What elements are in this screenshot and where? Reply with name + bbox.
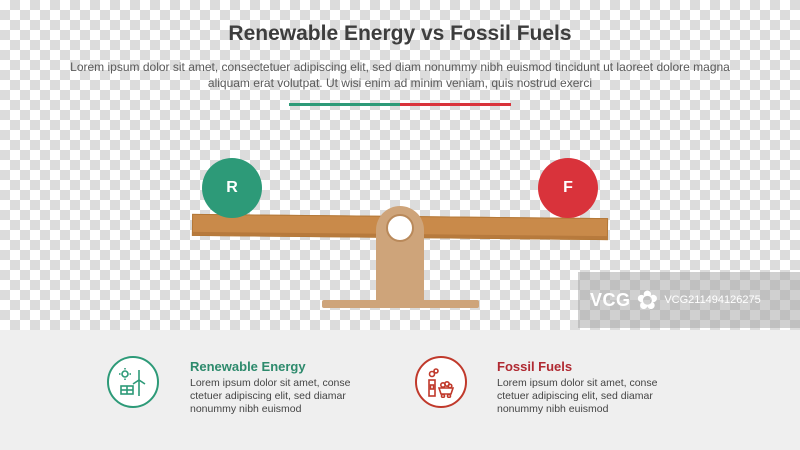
page-title: Renewable Energy vs Fossil Fuels (228, 22, 572, 45)
divider-green (289, 103, 400, 106)
watermark-flower-icon: ✿ (636, 284, 659, 315)
page-subtitle: Lorem ipsum dolor sit amet, consectetuer… (70, 60, 730, 90)
watermark-id: VCG211494126275 (664, 294, 761, 306)
watermark: VCG ✿ VCG211494126275 (578, 272, 800, 328)
renewable-ball: R (202, 158, 262, 218)
seesaw-base (322, 300, 479, 308)
renewable-title: Renewable Energy (190, 359, 306, 374)
seesaw-pivot-hole (386, 214, 414, 242)
divider-red (400, 103, 511, 106)
factory-coal-icon (415, 356, 467, 408)
fossil-ball: F (538, 158, 598, 218)
solar-wind-icon (107, 356, 159, 408)
fossil-title: Fossil Fuels (497, 359, 573, 374)
fossil-description: Lorem ipsum dolor sit amet, conse ctetue… (497, 377, 658, 415)
renewable-description: Lorem ipsum dolor sit amet, conse ctetue… (190, 377, 351, 415)
fossil-ball-label: F (563, 179, 573, 196)
watermark-logo: VCG (590, 289, 631, 310)
renewable-ball-label: R (226, 179, 238, 196)
